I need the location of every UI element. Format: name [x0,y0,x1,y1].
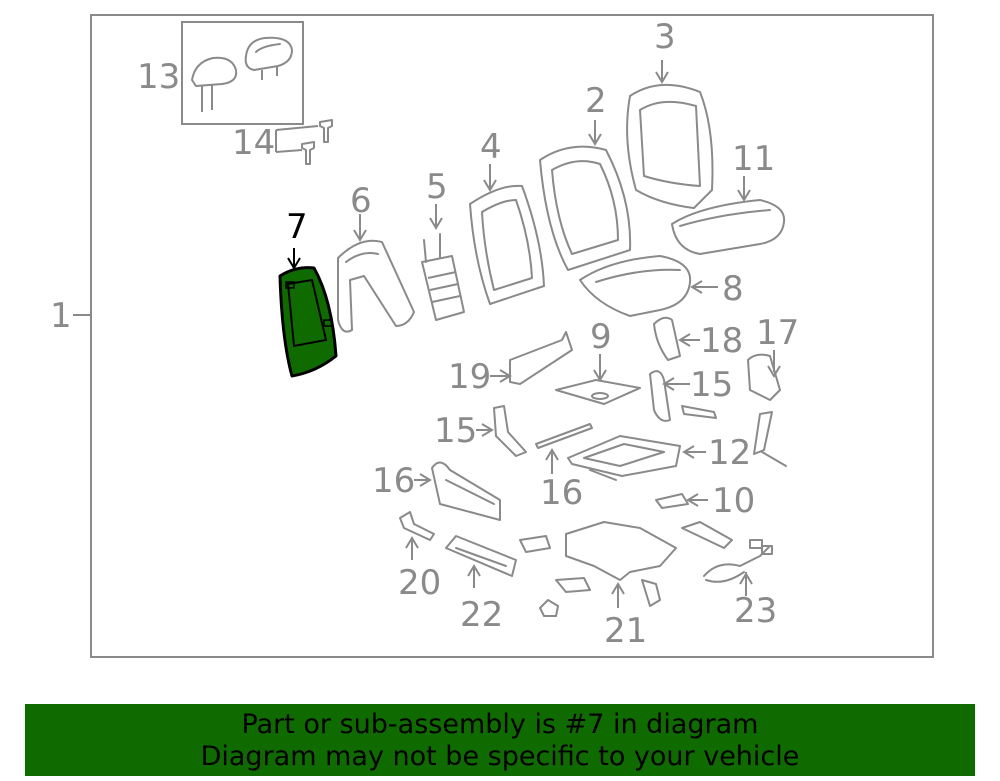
part-11-seat-cushion[interactable] [671,176,786,255]
callout-8: 8 [722,269,744,309]
part-10-clip[interactable] [655,493,708,509]
diagram-frame [90,14,934,658]
callout-1: 1 [50,296,72,336]
banner-line-1: Part or sub-assembly is #7 in diagram [241,709,759,740]
callout-12: 12 [708,433,751,473]
callout-6: 6 [350,181,372,221]
part-9-cushion-pad[interactable] [555,354,641,405]
part-13-headrests[interactable] [181,21,304,125]
callout-5: 5 [426,167,448,207]
part-24-wire-harness[interactable] [703,539,773,596]
callout-18: 17 [756,313,799,353]
callout-2: 2 [585,81,607,121]
part-4-back-pad[interactable] [469,164,545,305]
callout-21: 20 [398,563,441,603]
part-16-rod[interactable] [535,423,593,474]
part-22-seat-track[interactable] [519,521,733,617]
part-12-cushion-frame[interactable] [567,435,706,481]
part-18-trim[interactable] [747,350,781,401]
part-6-seat-back-frame[interactable] [337,214,415,333]
part-20-bracket[interactable] [490,331,573,385]
callout-14: 14 [232,123,275,163]
part-2-seat-back-cover[interactable] [539,120,632,271]
callout-17: 16 [372,461,415,501]
callout-9: 9 [590,317,612,357]
part-23-housing[interactable] [445,535,517,588]
parts-diagram: 1 13 14 3 2 [50,14,934,658]
callout-23: 22 [460,595,503,635]
part-5-lumbar-support[interactable] [421,204,465,321]
info-banner: Part or sub-assembly is #7 in diagram Di… [25,704,975,776]
part-7-back-panel-highlighted[interactable] [278,248,338,378]
part-15-side-shield-right[interactable] [649,370,717,422]
callout-7: 7 [286,207,308,247]
callout-13: 13 [137,57,180,97]
part-17-side-cover[interactable] [414,461,501,521]
callout-15-left: 15 [434,411,477,451]
callout-3: 3 [654,17,676,57]
callout-16: 16 [540,473,583,513]
callout-11: 11 [732,139,775,179]
part-14-headrest-guides[interactable] [275,119,333,165]
callout-22: 21 [604,611,647,651]
banner-line-2: Diagram may not be specific to your vehi… [200,741,800,772]
part-side-rail[interactable] [753,411,787,467]
part-21-bracket[interactable] [399,511,435,560]
part-8-cushion-cover[interactable] [579,255,718,317]
callout-19: 18 [700,321,743,361]
part-3-seat-back-rear[interactable] [626,60,714,209]
callout-10: 10 [712,481,755,521]
part-15-side-shield-left[interactable] [476,405,527,457]
callout-4: 4 [480,127,502,167]
callout-15-right: 15 [690,365,733,405]
part-19-trim[interactable] [653,316,700,361]
callout-24: 23 [734,591,777,631]
callout-20: 19 [448,357,491,397]
